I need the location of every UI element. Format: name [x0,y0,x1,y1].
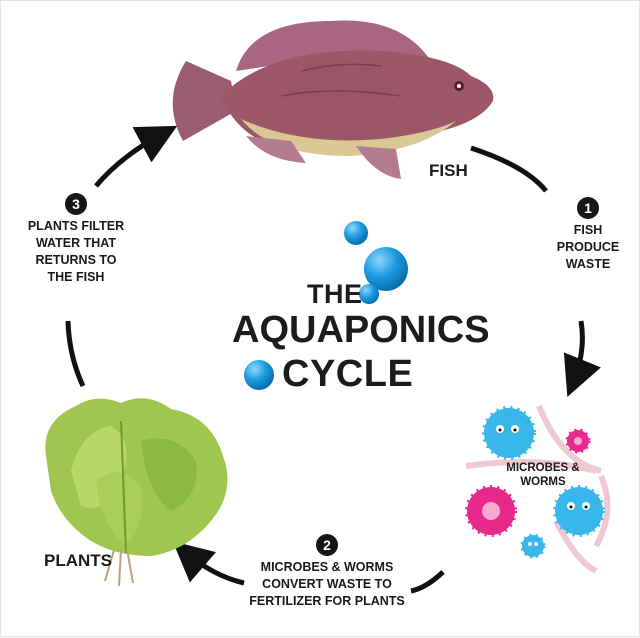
step-1-line-3: WASTE [565,257,611,271]
fish-label: FISH [429,161,468,180]
microbe-blue-right [553,485,605,537]
bubble-left [244,360,274,390]
arrow-into-plants [172,541,245,586]
step-3-line-3: RETURNS TO [35,253,117,267]
arrow-into-microbes [563,320,601,397]
step-2-line-1: MICROBES & WORMS [260,560,394,574]
title-line-1: THE [307,279,363,309]
bubble-middle [359,284,379,304]
arrow-microbes-to-plants-start [410,570,445,594]
title-line-3: CYCLE [282,353,414,395]
microbes-label: MICROBES & WORMS [503,461,583,489]
step-3-line-1: PLANTS FILTER [27,219,125,233]
plants-label: PLANTS [44,551,112,570]
microbe-pink-small [565,428,591,454]
step-2-line-2: CONVERT WASTE TO [262,577,392,591]
arrow-plants-to-fish-lower [65,320,86,388]
step-3: 3 PLANTS FILTER WATER THAT RETURNS TO TH… [17,193,135,286]
microbe-pink-large [465,485,517,537]
arrow-into-fish [94,125,178,188]
step-3-badge: 3 [65,193,87,215]
step-2-badge: 2 [316,534,338,556]
microbe-blue-large [482,406,536,460]
bubble-top [344,221,368,245]
step-1-line-2: PRODUCE [556,240,620,254]
step-3-line-4: THE FISH [47,270,105,284]
bubble-large [364,247,408,291]
arrow-fish-to-microbes [470,145,548,193]
step-1: 1 FISH PRODUCE WASTE [543,197,633,273]
step-1-badge: 1 [577,197,599,219]
step-3-line-2: WATER THAT [35,236,117,250]
title-line-2: AQUAPONICS [232,309,490,351]
step-2-line-3: FERTILIZER FOR PLANTS [249,594,405,608]
microbe-blue-small [520,533,546,559]
step-2: 2 MICROBES & WORMS CONVERT WASTE TO FERT… [247,534,407,610]
microbes-label-text: MICROBES & WORMS [506,462,580,488]
step-1-line-1: FISH [573,223,603,237]
